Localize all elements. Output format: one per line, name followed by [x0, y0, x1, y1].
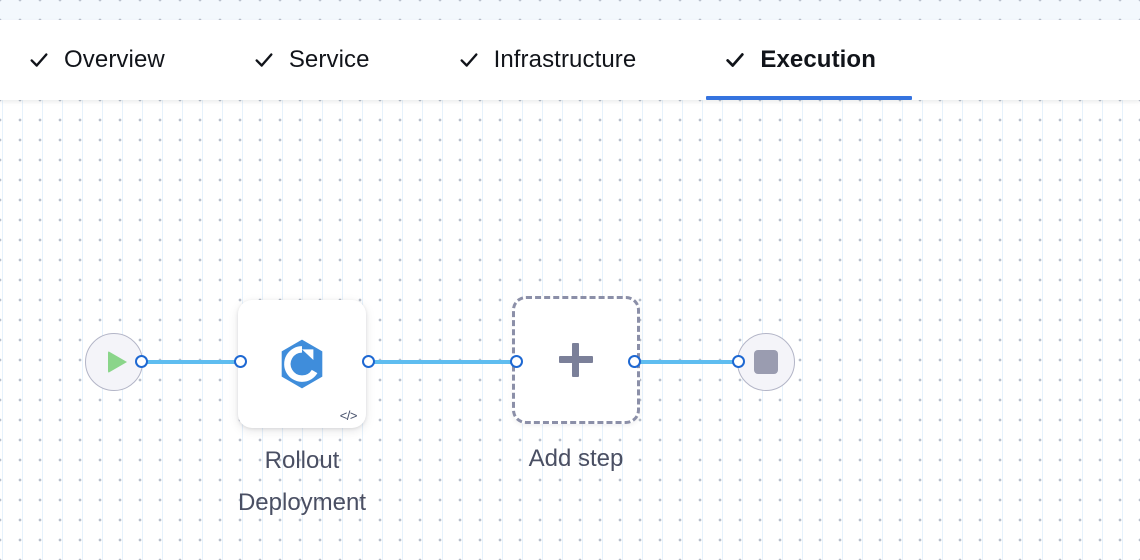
port-add-in[interactable]	[510, 355, 523, 368]
step-node-rollout-deployment[interactable]: </>	[238, 300, 366, 428]
tab-active-underline	[706, 96, 912, 100]
step-node-caption-line2: Deployment	[237, 489, 367, 516]
play-icon	[107, 351, 127, 373]
step-node-caption-line1: Rollout	[264, 447, 340, 474]
port-step-out[interactable]	[362, 355, 375, 368]
tab-overview-label: Overview	[64, 46, 165, 73]
pipeline-end-node[interactable]	[737, 333, 795, 391]
tab-list: Overview Service Infrastructure	[0, 20, 912, 100]
add-step-caption: Add step	[528, 445, 624, 472]
tab-infrastructure[interactable]: Infrastructure	[458, 20, 637, 100]
port-step-in[interactable]	[234, 355, 247, 368]
tab-infrastructure-label: Infrastructure	[493, 46, 637, 73]
tab-service-label: Service	[288, 46, 370, 73]
edge-start-to-step[interactable]	[140, 360, 244, 364]
tab-overview[interactable]: Overview	[28, 20, 165, 100]
check-icon	[460, 53, 478, 67]
add-step-node[interactable]	[512, 296, 640, 424]
step-node-caption: Rollout Deployment	[182, 440, 422, 524]
execution-graph: </> Rollout Deployment Add step	[0, 100, 1140, 560]
rollout-deployment-icon	[281, 339, 323, 389]
check-icon	[726, 53, 745, 67]
port-end-in[interactable]	[732, 355, 745, 368]
pipeline-start-node[interactable]	[85, 333, 143, 391]
canvas-top-strip	[0, 0, 1140, 20]
tab-service[interactable]: Service	[253, 20, 370, 100]
port-start-out[interactable]	[135, 355, 148, 368]
check-icon	[255, 53, 273, 67]
port-add-out[interactable]	[628, 355, 641, 368]
check-icon	[30, 53, 48, 67]
code-badge-icon: </>	[339, 408, 358, 423]
tab-execution[interactable]: Execution	[706, 20, 912, 100]
pipeline-tabbar: Overview Service Infrastructure	[0, 20, 1140, 100]
plus-icon	[559, 343, 593, 377]
stop-icon	[754, 350, 778, 374]
tab-execution-label: Execution	[760, 46, 876, 73]
edge-step-to-add[interactable]	[366, 360, 518, 364]
edge-add-to-end[interactable]	[633, 360, 739, 364]
